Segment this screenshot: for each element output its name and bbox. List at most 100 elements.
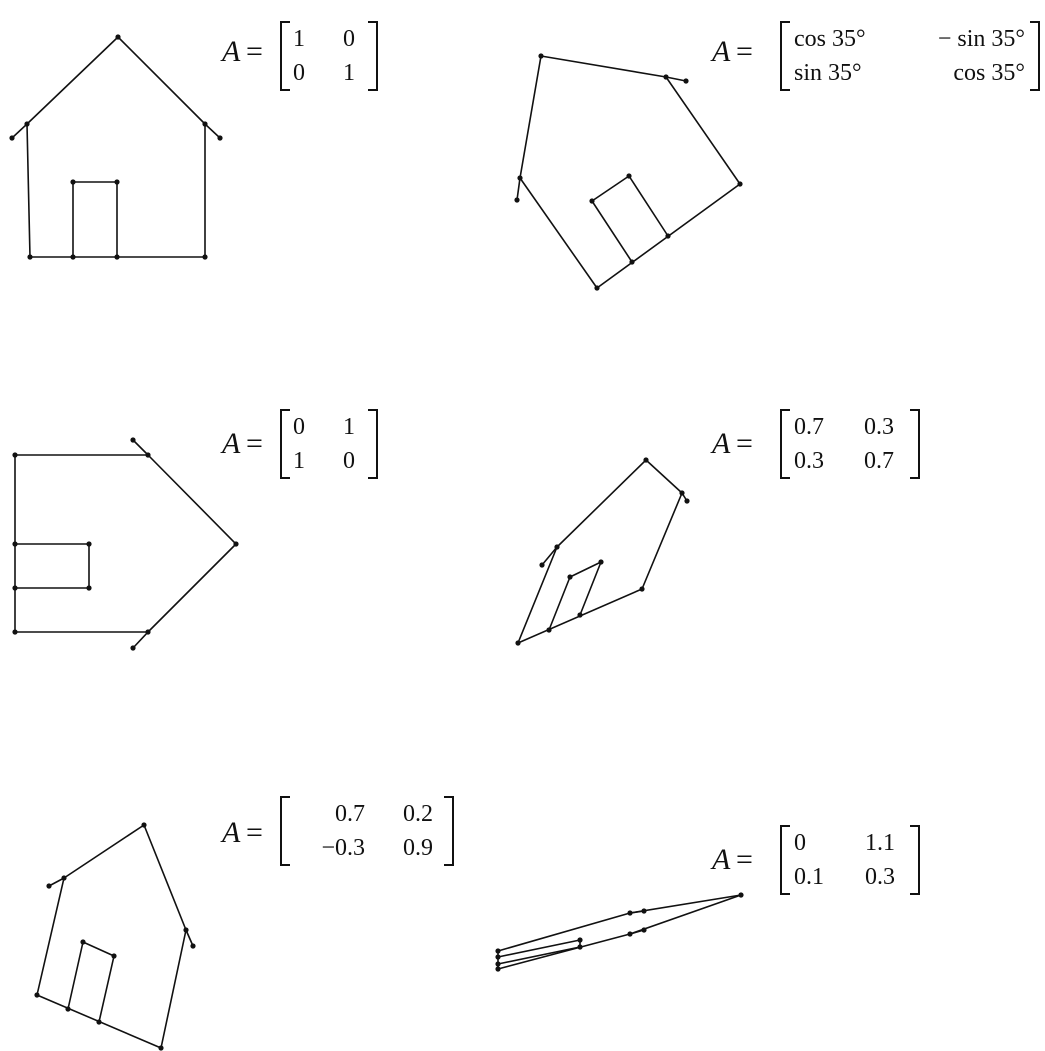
- house-vertex: [737, 181, 742, 186]
- house-edge: [646, 460, 682, 493]
- house-edge: [148, 455, 236, 544]
- house-vertex: [684, 498, 689, 503]
- house-vertex: [114, 179, 119, 184]
- matrix-entry: sin 35°: [794, 60, 862, 86]
- house-vertex: [626, 173, 631, 178]
- panel-reflection: A = 0 1 1 0: [12, 410, 377, 651]
- matrix-entry: 0.1: [794, 864, 824, 890]
- house-edge: [629, 176, 668, 236]
- house-vertex: [145, 629, 150, 634]
- matrix-entry: 1.1: [865, 830, 895, 856]
- equals-sign: =: [246, 35, 263, 68]
- matrix-label: A: [710, 35, 731, 68]
- house-vertex: [24, 121, 29, 126]
- right-bracket: [444, 797, 453, 865]
- house-edge: [630, 895, 741, 934]
- house-vertex: [663, 74, 668, 79]
- house-edge: [186, 930, 193, 946]
- house-edge: [666, 77, 740, 184]
- house-vertex: [145, 452, 150, 457]
- house-edge: [83, 942, 114, 956]
- house-vertex: [627, 931, 632, 936]
- house-vertex: [70, 179, 75, 184]
- panel-identity: A = 1 0 0 1: [9, 22, 377, 260]
- house-edge: [592, 176, 629, 201]
- house-vertex: [130, 437, 135, 442]
- house-edge: [27, 37, 118, 124]
- house-vertex: [61, 875, 66, 880]
- house-edge: [37, 878, 64, 995]
- matrix-entry: 0.3: [794, 448, 824, 474]
- house-vertex: [217, 135, 222, 140]
- house-edge: [133, 440, 148, 455]
- house-vertex: [115, 34, 120, 39]
- house-vertex: [12, 452, 17, 457]
- matrix-entry: 0.2: [403, 801, 433, 827]
- right-bracket: [910, 826, 919, 894]
- house-edge: [498, 934, 630, 969]
- house-edge: [592, 201, 632, 262]
- house-drawing: [495, 892, 743, 971]
- house-edge: [27, 124, 30, 257]
- matrix-entry: 0.7: [794, 414, 824, 440]
- house-vertex: [34, 992, 39, 997]
- matrix-equation: A = 0.7 0.3 0.3 0.7: [710, 410, 919, 478]
- house-vertex: [738, 892, 743, 897]
- matrix-entry: 1: [293, 448, 305, 474]
- matrix-equation: A = 0 1 1 0: [220, 410, 377, 478]
- house-edge: [630, 895, 741, 913]
- house-edge: [498, 913, 630, 951]
- house-edge: [205, 124, 220, 138]
- matrix-equation: A = 0 1.1 0.1 0.3: [710, 826, 919, 894]
- house-vertex: [183, 927, 188, 932]
- house-vertex: [577, 937, 582, 942]
- matrix-label: A: [220, 35, 241, 68]
- house-vertex: [641, 908, 646, 913]
- house-drawing: [515, 457, 689, 645]
- equals-sign: =: [736, 843, 753, 876]
- panel-rotation: A = cos 35° − sin 35° sin 35° cos 35°: [514, 22, 1039, 291]
- equals-sign: =: [736, 35, 753, 68]
- house-vertex: [577, 612, 582, 617]
- matrix-entry: 0.9: [403, 835, 433, 861]
- house-vertex: [589, 198, 594, 203]
- house-vertex: [643, 457, 648, 462]
- right-bracket: [368, 410, 377, 478]
- house-vertex: [495, 966, 500, 971]
- house-vertex: [594, 285, 599, 290]
- house-edge: [118, 37, 205, 124]
- house-edge: [68, 942, 83, 1009]
- house-vertex: [141, 822, 146, 827]
- house-vertex: [190, 943, 195, 948]
- house-edge: [12, 124, 27, 138]
- house-drawing: [9, 34, 222, 259]
- house-vertex: [683, 78, 688, 83]
- matrix-entry: 1: [343, 60, 355, 86]
- matrix-label: A: [710, 843, 731, 876]
- house-vertex: [598, 559, 603, 564]
- house-drawing: [514, 53, 742, 290]
- matrix-label: A: [220, 427, 241, 460]
- equals-sign: =: [736, 427, 753, 460]
- matrix-entry: 0.3: [865, 864, 895, 890]
- house-vertex: [539, 562, 544, 567]
- house-edge: [498, 947, 580, 964]
- equals-sign: =: [246, 427, 263, 460]
- house-edge: [642, 493, 682, 589]
- house-vertex: [96, 1019, 101, 1024]
- house-vertex: [86, 541, 91, 546]
- house-edge: [133, 632, 148, 648]
- house-edge: [557, 460, 646, 547]
- house-vertex: [639, 586, 644, 591]
- house-vertex: [130, 645, 135, 650]
- house-edge: [542, 547, 557, 565]
- house-vertex: [12, 541, 17, 546]
- house-edge: [498, 940, 580, 957]
- house-vertex: [9, 135, 14, 140]
- house-edge: [161, 930, 186, 1048]
- matrix-entry: − sin 35°: [938, 26, 1025, 52]
- house-vertex: [515, 640, 520, 645]
- house-vertex: [665, 233, 670, 238]
- house-edge: [148, 544, 236, 632]
